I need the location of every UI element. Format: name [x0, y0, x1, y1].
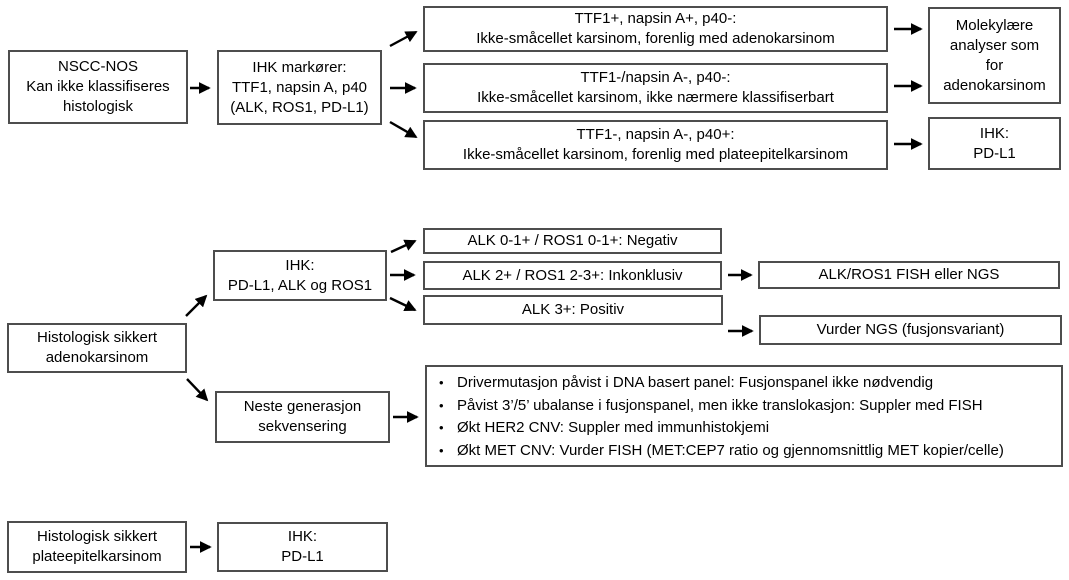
node-fish-eller-ngs-label: ALK/ROS1 FISH eller NGS	[818, 266, 1000, 283]
node-ihk-markers: IHK markører: TTF1, napsin A, p40 (ALK, …	[217, 50, 382, 125]
node-alk-negativ: ALK 0-1+ / ROS1 0-1+: Negativ	[423, 228, 722, 254]
node-result-nos-label: TTF1-/napsin A-, p40-: Ikke-småcellet ka…	[477, 69, 834, 106]
node-molekylaere-analyser-label: Molekylære analyser som for adenokarsino…	[943, 16, 1046, 94]
node-alk-negativ-label: ALK 0-1+ / ROS1 0-1+: Negativ	[467, 232, 678, 249]
node-plateepitelkarsinom-sikkert-label: Histologisk sikkert plateepitelkarsinom	[32, 528, 162, 565]
node-neste-generasjon-sekvensering: Neste generasjon sekvensering	[215, 391, 390, 443]
node-vurder-ngs: Vurder NGS (fusjonsvariant)	[759, 315, 1062, 345]
node-alk-inkonklusiv: ALK 2+ / ROS1 2-3+: Inkonklusiv	[423, 261, 722, 290]
node-nscc-nos: NSCC-NOS Kan ikke klassifiseres histolog…	[8, 50, 188, 124]
node-molekylaere-analyser: Molekylære analyser som for adenokarsino…	[928, 7, 1061, 104]
node-alk-positiv-label: ALK 3+: Positiv	[521, 301, 625, 318]
node-neste-generasjon-sekvensering-label: Neste generasjon sekvensering	[243, 398, 362, 435]
node-alk-positiv: ALK 3+: Positiv	[423, 295, 723, 325]
node-ihk-pdl1-top-label: IHK: PD-L1	[973, 124, 1016, 162]
ngs-note-item: Økt MET CNV: Vurder FISH (MET:CEP7 ratio…	[433, 440, 1004, 463]
node-ihk-pdl1-bottom: IHK: PD-L1	[217, 522, 388, 572]
node-ihk-alk-ros1-label: IHK: PD-L1, ALK og ROS1	[227, 256, 373, 294]
node-adenokarsinom-sikkert: Histologisk sikkert adenokarsinom	[7, 323, 187, 373]
node-vurder-ngs-label: Vurder NGS (fusjonsvariant)	[816, 321, 1005, 338]
node-result-adenokarsinom-label: TTF1+, napsin A+, p40-: Ikke-småcellet k…	[476, 10, 835, 47]
node-fish-eller-ngs: ALK/ROS1 FISH eller NGS	[758, 261, 1060, 289]
node-alk-inkonklusiv-label: ALK 2+ / ROS1 2-3+: Inkonklusiv	[462, 266, 683, 284]
node-ihk-pdl1-top: IHK: PD-L1	[928, 117, 1061, 170]
node-result-adenokarsinom: TTF1+, napsin A+, p40-: Ikke-småcellet k…	[423, 6, 888, 52]
node-result-plateepitel-label: TTF1-, napsin A-, p40+: Ikke-småcellet k…	[462, 126, 849, 163]
ngs-notes-list: Drivermutasjon påvist i DNA basert panel…	[433, 372, 1004, 462]
ngs-note-item: Økt HER2 CNV: Suppler med immunhistokjem…	[433, 417, 1004, 440]
node-result-plateepitel: TTF1-, napsin A-, p40+: Ikke-småcellet k…	[423, 120, 888, 170]
node-ngs-notes: Drivermutasjon påvist i DNA basert panel…	[425, 365, 1063, 467]
node-plateepitelkarsinom-sikkert: Histologisk sikkert plateepitelkarsinom	[7, 521, 187, 573]
node-ihk-markers-label: IHK markører: TTF1, napsin A, p40 (ALK, …	[230, 58, 369, 116]
node-ihk-alk-ros1: IHK: PD-L1, ALK og ROS1	[213, 250, 387, 301]
ngs-note-item: Påvist 3’/5’ ubalanse i fusjonspanel, me…	[433, 395, 1004, 418]
ngs-note-item: Drivermutasjon påvist i DNA basert panel…	[433, 372, 1004, 395]
node-nscc-nos-label: NSCC-NOS Kan ikke klassifiseres histolog…	[26, 58, 170, 115]
node-ihk-pdl1-bottom-label: IHK: PD-L1	[281, 528, 324, 565]
node-result-nos: TTF1-/napsin A-, p40-: Ikke-småcellet ka…	[423, 63, 888, 113]
node-adenokarsinom-sikkert-label: Histologisk sikkert adenokarsinom	[36, 329, 158, 366]
